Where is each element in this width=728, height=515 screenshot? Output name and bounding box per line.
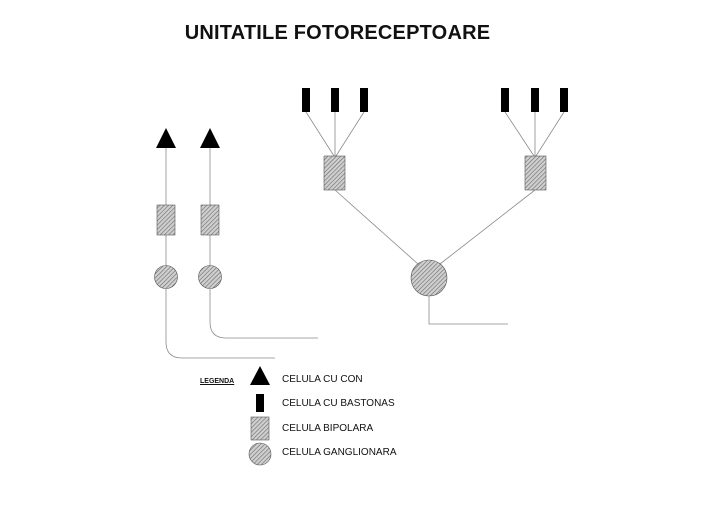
cone-cell-icon [200, 128, 220, 148]
rod-cell-icon [331, 88, 339, 112]
legend-label-rod: CELULA CU BASTONAS [282, 398, 395, 409]
legend-label-cone: CELULA CU CON [282, 374, 363, 385]
hatched-circle-icon [248, 442, 272, 466]
ganglion-cell-icon [198, 265, 222, 289]
ganglion-cell-icon [410, 259, 448, 297]
rod-icon [256, 394, 264, 412]
rod-cell-icon [531, 88, 539, 112]
bipolar-cell-icon [200, 204, 220, 236]
cone-pathway-1 [154, 128, 275, 359]
hatched-rectangle-icon [250, 416, 270, 441]
legend-label-ganglion: CELULA GANGLIONARA [282, 447, 397, 458]
bipolar-cell-icon [323, 155, 346, 191]
legend-symbols [248, 366, 272, 466]
rod-cell-icon [360, 88, 368, 112]
rod-cell-icon [302, 88, 310, 112]
bipolar-cell-icon [524, 155, 547, 191]
cone-pathway-2 [198, 128, 318, 339]
triangle-icon [250, 366, 270, 385]
rod-pathway [302, 88, 568, 325]
cone-cell-icon [156, 128, 176, 148]
rod-cell-icon [560, 88, 568, 112]
ganglion-cell-icon [154, 265, 178, 289]
legend-label-bipolar: CELULA BIPOLARA [282, 423, 374, 434]
rod-cell-icon [501, 88, 509, 112]
diagram-title: UNITATILE FOTORECEPTOARE [184, 22, 491, 44]
legend-heading: LEGENDA [200, 378, 235, 385]
bipolar-cell-icon [156, 204, 176, 236]
